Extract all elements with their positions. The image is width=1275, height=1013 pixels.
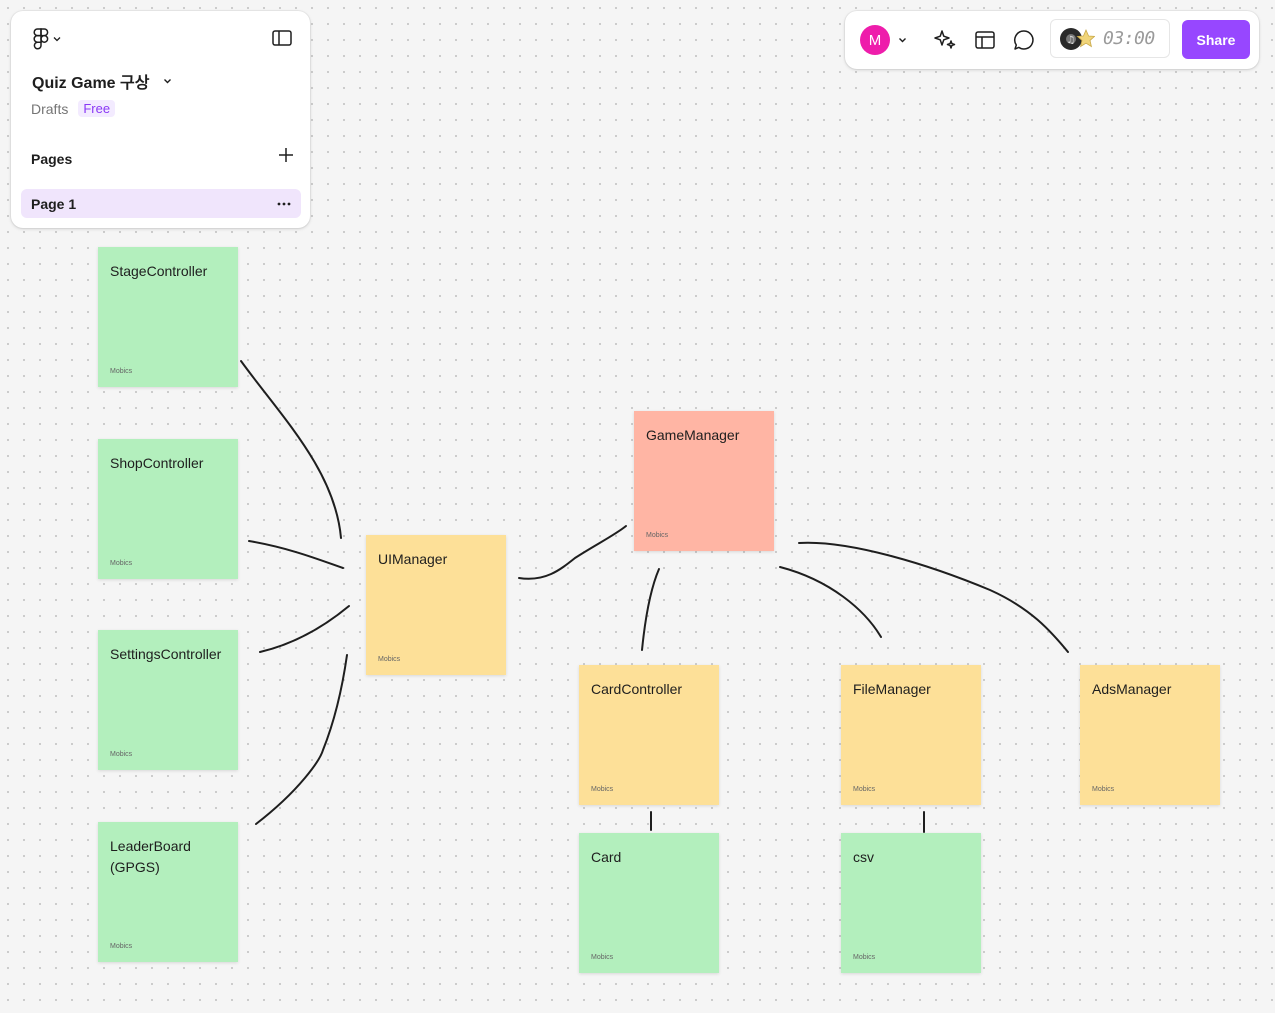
chevron-down-icon (53, 37, 61, 42)
sticky-author: Mobics (853, 786, 876, 793)
page-item-label: Page 1 (31, 195, 77, 212)
layout-icon (975, 31, 995, 49)
timer-display: 03:00 (1103, 28, 1155, 49)
sticky-author: Mobics (110, 560, 133, 567)
sticky-author: Mobics (1092, 786, 1115, 793)
sticky-text: StageController (110, 263, 208, 279)
sticky-text: LeaderBoard (GPGS) (110, 838, 191, 875)
connector-game-cardcontroller (641, 568, 660, 651)
file-title-button[interactable]: Quiz Game 구상 (32, 69, 172, 93)
avatar: M (860, 25, 890, 55)
comments-button[interactable] (1012, 28, 1036, 57)
sticky-text: AdsManager (1092, 681, 1172, 697)
sticky-card[interactable]: Card Mobics (579, 833, 719, 973)
page-item-page-1[interactable]: Page 1 (21, 189, 301, 218)
file-title: Quiz Game 구상 (32, 75, 150, 92)
pages-heading: Pages (31, 151, 73, 167)
sticky-stage-controller[interactable]: StageController Mobics (98, 247, 238, 387)
sticky-author: Mobics (110, 368, 133, 375)
timer-button[interactable]: ♫ 03:00 (1050, 19, 1170, 58)
sticky-text: ShopController (110, 455, 204, 471)
chevron-down-icon (164, 79, 172, 84)
drafts-link[interactable]: Drafts (31, 100, 69, 117)
connector-shop-ui (248, 540, 344, 569)
sticky-text: FileManager (853, 681, 931, 697)
plan-badge[interactable]: Free (78, 100, 116, 117)
sticky-ads-manager[interactable]: AdsManager Mobics (1080, 665, 1220, 805)
add-page-button[interactable] (278, 147, 294, 168)
sticky-author: Mobics (853, 954, 876, 961)
connector-stage-ui (240, 360, 342, 539)
sticky-text: Card (591, 849, 622, 865)
sticky-text: csv (853, 849, 874, 865)
plus-icon (279, 148, 293, 162)
sticky-game-manager[interactable]: GameManager Mobics (634, 411, 774, 551)
file-panel: Quiz Game 구상 Drafts Free Pages Page 1 (11, 11, 310, 228)
ai-actions-button[interactable] (933, 28, 957, 57)
user-menu-button[interactable]: M (860, 25, 907, 55)
sidebar-toggle-button[interactable] (272, 30, 292, 51)
sticky-author: Mobics (646, 532, 669, 539)
sticky-settings-controller[interactable]: SettingsController Mobics (98, 630, 238, 770)
connector-game-filemanager (779, 566, 882, 638)
share-button[interactable]: Share (1182, 20, 1250, 59)
sticky-leaderboard[interactable]: LeaderBoard (GPGS) Mobics (98, 822, 238, 962)
sticky-card-controller[interactable]: CardController Mobics (579, 665, 719, 805)
sticky-author: Mobics (591, 954, 614, 961)
sticky-author: Mobics (378, 656, 401, 663)
sticky-text: CardController (591, 681, 683, 697)
sticky-author: Mobics (110, 943, 133, 950)
more-options-icon[interactable] (277, 202, 291, 206)
sticky-text: SettingsController (110, 646, 222, 662)
sticky-file-manager[interactable]: FileManager Mobics (841, 665, 981, 805)
connector-settings-ui (259, 605, 350, 653)
sidebar-icon (272, 30, 292, 46)
sticky-ui-manager[interactable]: UIManager Mobics (366, 535, 506, 675)
connector-game-ads (798, 541, 1069, 653)
top-toolbar: M ♫ 03:00 Share (845, 11, 1259, 69)
main-menu-button[interactable] (33, 28, 61, 50)
file-meta: Drafts Free (31, 100, 116, 117)
chevron-down-icon (899, 38, 906, 43)
sticky-text: UIManager (378, 551, 448, 567)
svg-text:♫: ♫ (1067, 35, 1076, 46)
sticky-text: GameManager (646, 427, 740, 443)
sticky-shop-controller[interactable]: ShopController Mobics (98, 439, 238, 579)
sparkle-icon (934, 30, 956, 49)
music-timer-icon: ♫ (1060, 27, 1095, 50)
figma-logo-icon (33, 28, 49, 50)
comment-icon (1014, 30, 1034, 50)
sticky-author: Mobics (591, 786, 614, 793)
connector-ui-game (518, 525, 627, 580)
templates-button[interactable] (973, 28, 997, 57)
connector-leaderboard-ui (255, 654, 348, 825)
sticky-csv[interactable]: csv Mobics (841, 833, 981, 973)
sticky-author: Mobics (110, 751, 133, 758)
